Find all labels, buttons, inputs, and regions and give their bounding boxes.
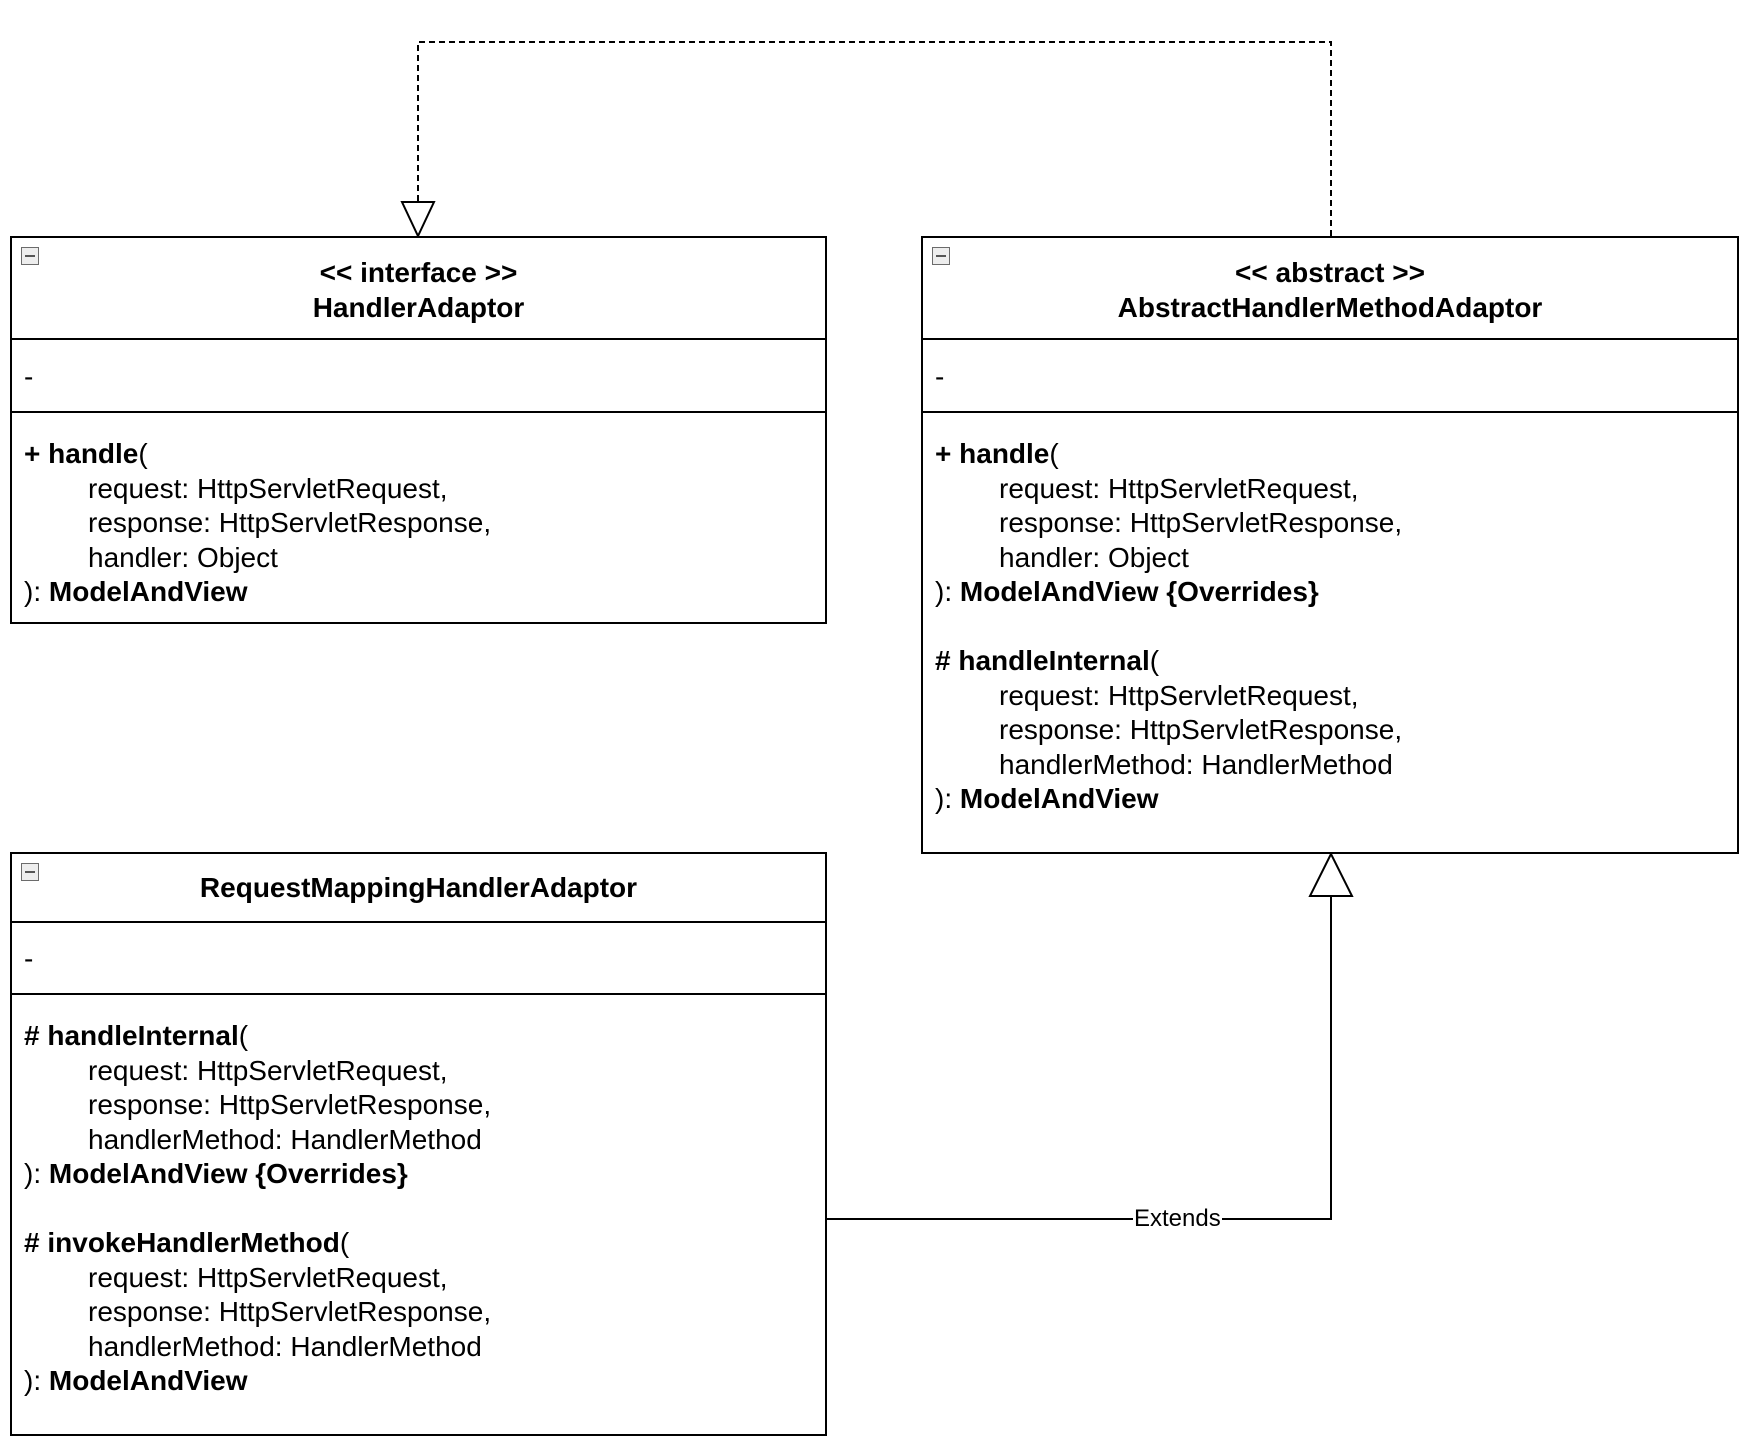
class-header: RequestMappingHandlerAdaptor: [12, 854, 825, 923]
method-close-paren: ):: [24, 1365, 49, 1396]
method-open-paren: (: [138, 438, 148, 469]
method-param: handlerMethod: HandlerMethod: [88, 1123, 482, 1155]
method-close-paren: ):: [24, 1158, 49, 1189]
method-signature: + handle(: [24, 437, 813, 472]
method-open-paren: (: [1049, 438, 1059, 469]
method-return-type: ModelAndView: [48, 1365, 248, 1396]
attributes-text: -: [935, 361, 945, 392]
method-visibility: +: [24, 438, 41, 469]
collapse-icon[interactable]: [21, 247, 39, 265]
attributes-compartment: -: [12, 340, 825, 413]
method-return-type: ModelAndView: [959, 783, 1159, 814]
class-header: << interface >> HandlerAdaptor: [12, 238, 825, 340]
method-return: ): ModelAndView {Overrides}: [935, 575, 1725, 610]
method: # invokeHandlerMethod(request: HttpServl…: [24, 1226, 813, 1399]
method: # handleInternal(request: HttpServletReq…: [935, 644, 1725, 817]
method-return-type: ModelAndView: [48, 576, 248, 607]
methods-compartment: + handle(request: HttpServletRequest,res…: [923, 413, 1737, 817]
methods-compartment: + handle(request: HttpServletRequest,res…: [12, 413, 825, 610]
method-open-paren: (: [339, 1227, 350, 1258]
method-param: handlerMethod: HandlerMethod: [88, 1330, 482, 1362]
method-return: ): ModelAndView: [24, 575, 813, 610]
method-name: handle: [959, 438, 1050, 469]
method: + handle(request: HttpServletRequest,res…: [24, 437, 813, 610]
method-name: handle: [48, 438, 139, 469]
class-name: HandlerAdaptor: [312, 292, 525, 323]
realization-arrowhead: [400, 201, 436, 239]
method-param: handler: Object: [999, 541, 1189, 573]
class-name: AbstractHandlerMethodAdaptor: [1117, 292, 1543, 323]
class-request-mapping-handler-adaptor[interactable]: RequestMappingHandlerAdaptor - # handleI…: [10, 852, 827, 1436]
generalization-connector: [826, 896, 1332, 1220]
class-stereotype: << interface >>: [319, 257, 518, 288]
method-close-paren: ):: [935, 783, 960, 814]
method-visibility: +: [935, 438, 952, 469]
method-signature: + handle(: [935, 437, 1725, 472]
method-name: handleInternal: [47, 1020, 239, 1051]
method-close-paren: ):: [935, 576, 960, 607]
attributes-text: -: [24, 361, 34, 392]
method-param: response: HttpServletResponse,: [999, 714, 1403, 745]
method: + handle(request: HttpServletRequest,res…: [935, 437, 1725, 610]
method-param: response: HttpServletResponse,: [999, 507, 1403, 538]
method-visibility: #: [24, 1020, 40, 1051]
method-visibility: #: [935, 645, 951, 676]
method-param: request: HttpServletRequest,: [999, 679, 1359, 711]
method-param: request: HttpServletRequest,: [88, 472, 448, 504]
realization-connector: [417, 41, 1332, 236]
class-abstract-handler-method-adaptor[interactable]: << abstract >> AbstractHandlerMethodAdap…: [921, 236, 1739, 854]
method-name: invokeHandlerMethod: [47, 1227, 340, 1258]
collapse-icon[interactable]: [21, 863, 39, 881]
method-return: ): ModelAndView {Overrides}: [24, 1157, 813, 1192]
class-handler-adaptor[interactable]: << interface >> HandlerAdaptor - + handl…: [10, 236, 827, 624]
method-name: handleInternal: [958, 645, 1150, 676]
method-signature: # invokeHandlerMethod(: [24, 1226, 813, 1261]
class-header: << abstract >> AbstractHandlerMethodAdap…: [923, 238, 1737, 340]
generalization-arrowhead: [1308, 851, 1354, 897]
method-param: handlerMethod: HandlerMethod: [999, 748, 1393, 780]
method-param: handler: Object: [88, 541, 278, 573]
method-param: request: HttpServletRequest,: [999, 472, 1359, 504]
method: # handleInternal(request: HttpServletReq…: [24, 1019, 813, 1192]
attributes-compartment: -: [923, 340, 1737, 413]
method-open-paren: (: [1149, 645, 1160, 676]
method-signature: # handleInternal(: [24, 1019, 813, 1054]
attributes-compartment: -: [12, 923, 825, 995]
method-return: ): ModelAndView: [24, 1364, 813, 1399]
method-param: request: HttpServletRequest,: [88, 1054, 448, 1086]
method-param: response: HttpServletResponse,: [88, 1296, 492, 1327]
extends-label: Extends: [1133, 1205, 1222, 1233]
method-param: response: HttpServletResponse,: [88, 1089, 492, 1120]
method-signature: # handleInternal(: [935, 644, 1725, 679]
method-return-type: ModelAndView {Overrides}: [959, 576, 1319, 607]
method-visibility: #: [24, 1227, 40, 1258]
method-close-paren: ):: [24, 576, 49, 607]
methods-compartment: # handleInternal(request: HttpServletReq…: [12, 995, 825, 1399]
attributes-text: -: [24, 943, 34, 974]
method-param: response: HttpServletResponse,: [88, 507, 492, 538]
method-return-type: ModelAndView {Overrides}: [48, 1158, 408, 1189]
collapse-icon[interactable]: [932, 247, 950, 265]
method-param: request: HttpServletRequest,: [88, 1261, 448, 1293]
method-return: ): ModelAndView: [935, 782, 1725, 817]
class-stereotype: << abstract >>: [1235, 257, 1425, 288]
method-open-paren: (: [238, 1020, 249, 1051]
class-name: RequestMappingHandlerAdaptor: [199, 872, 638, 903]
